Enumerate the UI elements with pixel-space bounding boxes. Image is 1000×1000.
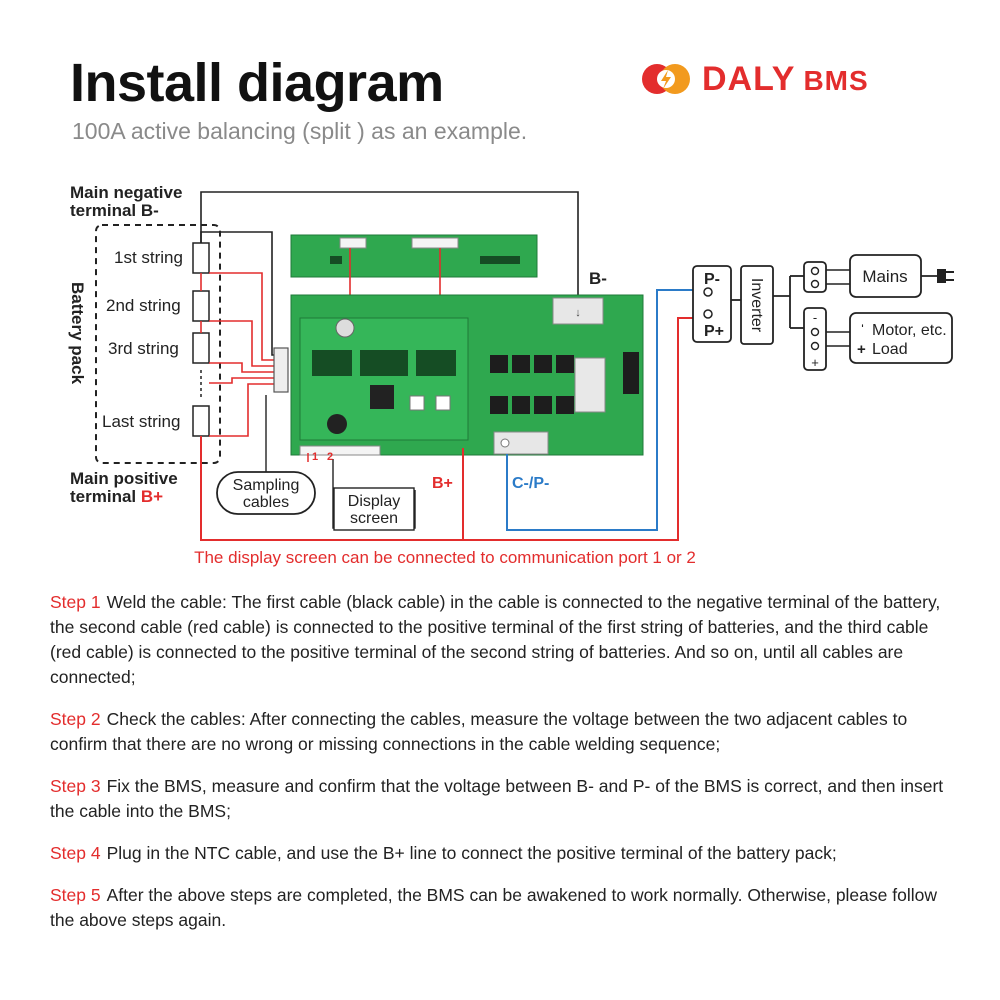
p-minus-label: P-: [704, 271, 720, 288]
display-note: The display screen can be connected to c…: [194, 548, 696, 567]
svg-text:-: -: [813, 310, 817, 325]
step-text: After the above steps are completed, the…: [50, 885, 937, 930]
svg-text:↓: ↓: [575, 307, 581, 319]
step-text: Fix the BMS, measure and confirm that th…: [50, 776, 944, 821]
load-label: Load: [872, 341, 908, 358]
mosfet-array: [490, 355, 574, 414]
string-label-1: 1st string: [114, 248, 183, 267]
step-text: Weld the cable: The first cable (black c…: [50, 592, 941, 687]
p-terminal-box: [692, 265, 732, 343]
step-text: Check the cables: After connecting the c…: [50, 709, 908, 754]
port-2-label: 2: [327, 451, 333, 463]
cell-3: [192, 332, 210, 364]
cell-2: [192, 290, 210, 322]
battery-pack-label: Battery pack: [68, 282, 87, 385]
plug-icon: [937, 269, 954, 283]
step-label: Step 5: [50, 885, 101, 905]
mains-label: Mains: [862, 267, 907, 286]
page-subtitle: 100A active balancing (split ) as an exa…: [72, 118, 528, 144]
main-positive-label: Main positive: [70, 469, 178, 488]
control-board: [299, 317, 469, 441]
cell-last: [192, 405, 210, 437]
step-label: Step 1: [50, 592, 101, 612]
sampling-cables-label-1: Sampling: [233, 477, 300, 494]
p-minus-wire: [506, 289, 700, 531]
cell-1: [192, 242, 210, 274]
sampling-wires: [200, 231, 285, 437]
b-plus-label: B+: [432, 475, 453, 492]
step-text: Plug in the NTC cable, and use the B+ li…: [106, 843, 837, 863]
svg-text:+: +: [857, 341, 866, 358]
daly-logo-icon: [642, 64, 690, 94]
string-label-3: 3rd string: [108, 339, 179, 358]
mains-connector: [803, 261, 827, 293]
main-negative-label: Main negative: [70, 183, 182, 202]
svg-text:+: +: [811, 355, 819, 370]
battery-cells: [192, 242, 210, 437]
terminal-b-minus-label: terminal B-: [70, 201, 159, 220]
b-minus-wire: [200, 191, 579, 298]
step-label: Step 4: [50, 843, 101, 863]
mcu-chip: [370, 385, 394, 409]
brand-name: DALY: [702, 59, 796, 98]
install-diagram: ↓ - + Main negative terminal B- Batt: [68, 183, 954, 541]
b-minus-label: B-: [589, 269, 607, 288]
step-label: Step 2: [50, 709, 101, 729]
string-label-last: Last string: [102, 412, 180, 431]
c-minus-p-minus-label: C-/P-: [512, 475, 549, 492]
sampling-connector: [273, 347, 289, 393]
page-title: Install diagram: [70, 53, 444, 113]
p-plus-wire: [462, 317, 700, 541]
display-screen-box: [333, 487, 415, 531]
c-minus-pad: [493, 431, 549, 455]
inverter-label: Inverter: [748, 278, 765, 333]
load-connector: [803, 307, 827, 371]
display-screen-label-2: screen: [350, 510, 398, 527]
load-box: [849, 312, 953, 364]
inverter-box: [740, 265, 774, 345]
p-plus-label: P+: [704, 323, 724, 340]
sampling-cables-label-2: cables: [243, 494, 289, 511]
port-1-label: 1: [312, 451, 318, 463]
brand-suffix: BMS: [803, 64, 869, 96]
step-label: Step 3: [50, 776, 101, 796]
display-screen-label-1: Display: [348, 493, 400, 510]
terminal-b-plus-label: terminal B+: [70, 487, 163, 506]
string-label-2: 2nd string: [106, 296, 181, 315]
battery-pack-box: [95, 224, 221, 464]
svg-text:ˈ: ˈ: [860, 322, 865, 339]
b-minus-pad: [552, 297, 604, 325]
motor-label: Motor, etc.: [872, 322, 947, 339]
